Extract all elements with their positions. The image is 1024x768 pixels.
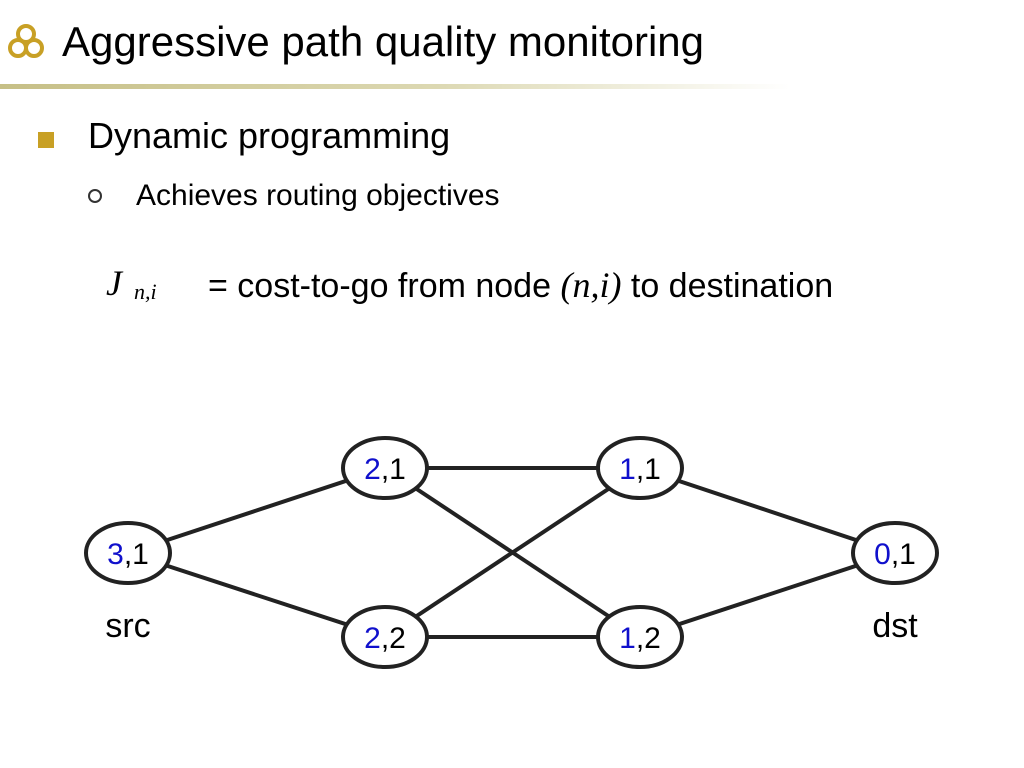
node-ellipse (851, 521, 939, 585)
equation-symbol: J (106, 263, 122, 303)
edge-b-c (383, 466, 642, 639)
node-ellipse (596, 605, 684, 669)
node-index-value: ,1 (124, 538, 149, 571)
three-rings-icon (8, 24, 44, 58)
edge-d-dst (639, 551, 896, 639)
equation-subscript: n,i (134, 279, 157, 304)
node-index-value: ,2 (381, 622, 406, 655)
equation-definition: = cost-to-go from node (n,i) to destinat… (208, 262, 833, 309)
node-b: 2,2 (341, 605, 429, 669)
node-src: 3,1 src (84, 521, 172, 645)
node-dst: 0,1 dst (851, 521, 939, 645)
node-ellipse (341, 436, 429, 500)
node-index-value: ,1 (381, 453, 406, 486)
node-cost-value: 1 (619, 453, 636, 486)
sub-bullet-routing-objectives: Achieves routing objectives (136, 179, 500, 212)
node-cost-value: 0 (874, 538, 891, 571)
node-label: 3,1 (107, 538, 149, 571)
bullet-circle-icon (88, 189, 102, 203)
edge-src-b (127, 551, 386, 639)
title-bar: Aggressive path quality monitoring (0, 0, 1024, 89)
node-caption-dst: dst (872, 607, 918, 645)
bullet-square-icon (38, 132, 54, 148)
node-a: 2,1 (341, 436, 429, 500)
node-c: 1,1 (596, 436, 684, 500)
equation-text-after: to destination (621, 267, 834, 305)
node-label: 1,2 (619, 622, 661, 655)
node-index-value: ,1 (891, 538, 916, 571)
node-cost-value: 1 (619, 622, 636, 655)
node-ellipse (84, 521, 172, 585)
node-label: 0,1 (874, 538, 916, 571)
node-caption-src: src (105, 607, 150, 645)
bullet-dynamic-programming: Dynamic programming (88, 115, 451, 156)
node-d: 1,2 (596, 605, 684, 669)
equation-text-before: = cost-to-go from node (208, 267, 561, 305)
node-cost-value: 2 (364, 453, 381, 486)
edge-c-dst (639, 466, 896, 555)
slide-title: Aggressive path quality monitoring (62, 18, 705, 65)
node-index-value: ,2 (636, 622, 661, 655)
node-index-value: ,1 (636, 453, 661, 486)
node-label: 2,1 (364, 453, 406, 486)
edge-src-a (127, 466, 386, 555)
equation-node-var: (n,i) (560, 265, 622, 305)
node-cost-value: 2 (364, 622, 381, 655)
title-rule (0, 84, 790, 89)
node-cost-value: 3 (107, 538, 124, 571)
node-ellipse (341, 605, 429, 669)
node-label: 1,1 (619, 453, 661, 486)
node-ellipse (596, 436, 684, 500)
node-label: 2,2 (364, 622, 406, 655)
